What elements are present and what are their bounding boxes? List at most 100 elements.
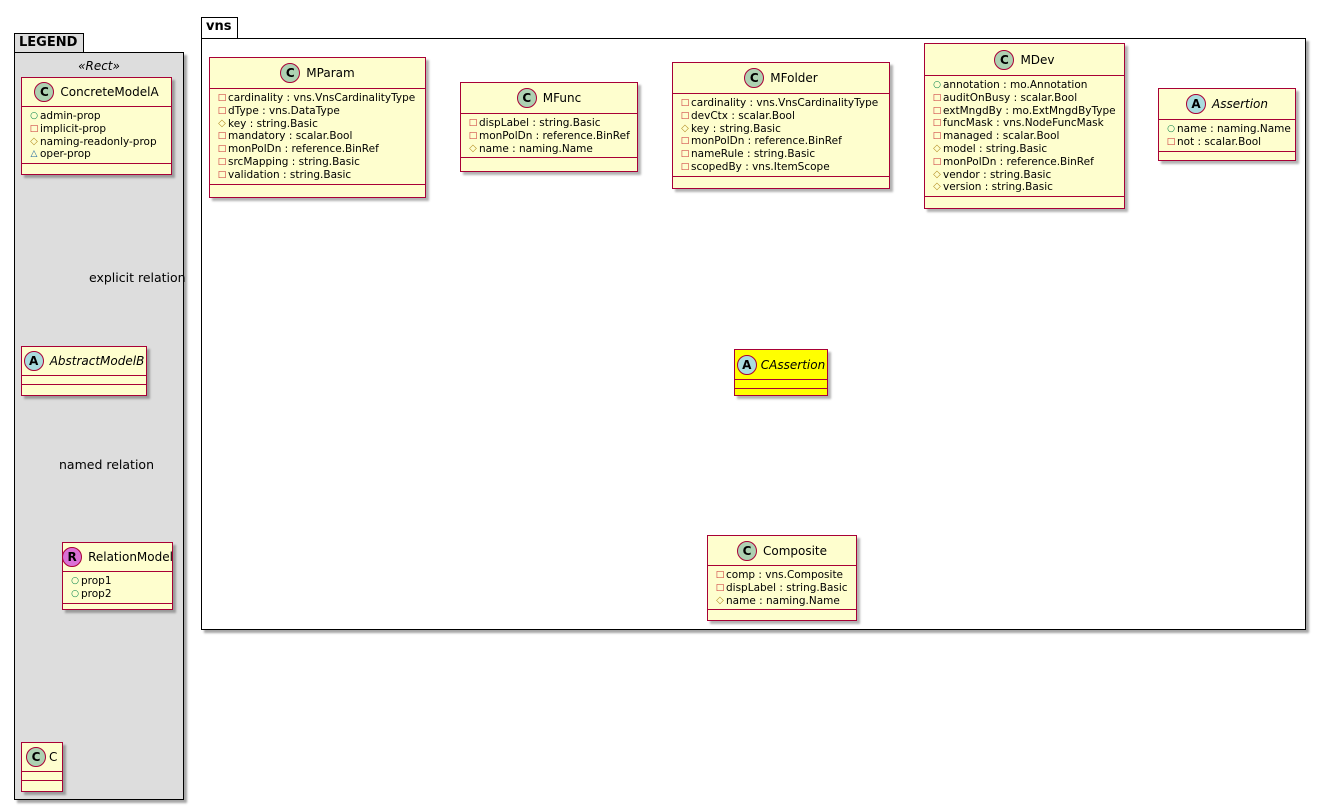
protected-visibility-icon: ◇ — [933, 168, 941, 180]
attribute-row: △oper-prop — [28, 148, 167, 161]
private-visibility-icon: □ — [715, 582, 725, 593]
attribute-row: ◇vendor : string.Basic — [931, 169, 1120, 182]
attribute-row: □managed : scalar.Bool — [932, 130, 1060, 143]
vns-package-tab: vns — [201, 17, 238, 39]
attribute-row: □funcMask : vns.NodeFuncMask — [932, 117, 1104, 130]
legend-package-label: LEGEND — [19, 35, 78, 50]
private-visibility-icon: □ — [932, 118, 942, 129]
composite-class[interactable]: C Composite □comp : vns.Composite □dispL… — [707, 535, 857, 621]
abstract-badge-icon: A — [1185, 94, 1206, 114]
class-name: MFolder — [770, 71, 818, 85]
attribute-row: □dispLabel : string.Basic — [468, 117, 601, 129]
class-badge-icon: C — [34, 82, 55, 102]
mfunc-class[interactable]: C MFunc □dispLabel : string.Basic □monPo… — [460, 82, 638, 172]
class-badge-icon: C — [280, 63, 301, 83]
abstract-badge-icon: A — [23, 351, 44, 371]
attribute-row: ◇key : string.Basic — [216, 118, 421, 131]
mparam-class[interactable]: C MParam □cardinality : vns.VnsCardinali… — [209, 57, 426, 198]
attribute-row: □monPolDn : reference.BinRef — [932, 155, 1094, 168]
class-badge-icon: C — [516, 88, 537, 108]
attribute-row: □validation : string.Basic — [217, 168, 352, 181]
private-visibility-icon: □ — [217, 93, 227, 103]
protected-visibility-icon: ◇ — [933, 181, 941, 193]
class-name: ConcreteModelA — [60, 85, 159, 99]
private-visibility-icon: □ — [217, 105, 227, 116]
attribute-row: □monPolDn : reference.BinRef — [468, 129, 630, 142]
class-badge-icon: C — [994, 49, 1015, 70]
attribute-row: □scopedBy : vns.ItemScope — [680, 160, 830, 173]
class-name: RelationModel — [88, 550, 173, 564]
private-visibility-icon: □ — [217, 169, 227, 180]
explicit-relation-label: explicit relation — [89, 270, 186, 285]
mdev-class[interactable]: C MDev ○annotation : mo.Annotation □audi… — [924, 43, 1125, 209]
vns-package-label: vns — [206, 19, 232, 34]
abstract-badge-icon: A — [736, 354, 757, 375]
class-badge-icon: C — [26, 747, 46, 767]
attribute-row: □comp : vns.Composite — [715, 569, 844, 581]
attribute-row: □not : scalar.Bool — [1166, 135, 1262, 148]
assertion-class[interactable]: A Assertion ○name : naming.Name □not : s… — [1158, 88, 1296, 161]
cassertion-class[interactable]: A CAssertion — [734, 349, 828, 396]
attribute-row: □extMngdBy : mo.ExtMngdByType — [932, 104, 1116, 117]
attribute-row: □mandatory : scalar.Bool — [217, 130, 353, 143]
protected-visibility-icon: ◇ — [218, 117, 226, 129]
private-visibility-icon: □ — [680, 98, 690, 108]
legend-package: «Rect» — [14, 52, 184, 800]
public-visibility-icon: ○ — [71, 576, 79, 586]
attribute-row: ○admin-prop — [28, 110, 167, 123]
attribute-row: □cardinality : vns.VnsCardinalityType — [217, 92, 416, 104]
class-badge-icon: C — [736, 540, 757, 561]
public-visibility-icon: ○ — [30, 111, 38, 121]
concrete-model-a-class[interactable]: C ConcreteModelA ○admin-prop □implicit-p… — [21, 77, 172, 175]
private-visibility-icon: □ — [217, 131, 227, 142]
protected-visibility-icon: ◇ — [469, 142, 477, 154]
private-visibility-icon: □ — [29, 123, 39, 134]
private-visibility-icon: □ — [715, 570, 725, 580]
abstract-model-b-class[interactable]: A AbstractModelB — [21, 346, 147, 396]
class-name: MDev — [1020, 52, 1055, 67]
private-visibility-icon: □ — [468, 118, 478, 128]
private-visibility-icon: □ — [680, 149, 690, 160]
class-name: CAssertion — [760, 357, 826, 372]
c-class[interactable]: C C — [21, 742, 63, 792]
legend-stereotype: «Rect» — [78, 59, 120, 73]
attribute-row: ◇key : string.Basic — [679, 123, 885, 136]
attribute-row: □monPolDn : reference.BinRef — [217, 143, 379, 156]
class-name: MParam — [306, 66, 355, 80]
attribute-row: □auditOnBusy : scalar.Bool — [932, 91, 1078, 104]
mfolder-class[interactable]: C MFolder □cardinality : vns.VnsCardinal… — [672, 62, 890, 189]
class-badge-icon: C — [744, 68, 765, 88]
private-visibility-icon: □ — [1166, 136, 1176, 147]
relation-model-class[interactable]: R RelationModel ○prop1 ○prop2 — [62, 542, 173, 610]
private-visibility-icon: □ — [217, 144, 227, 155]
attribute-row: ○prop2 — [69, 588, 168, 601]
attribute-row: □monPolDn : reference.BinRef — [680, 135, 842, 148]
attribute-row: □cardinality : vns.VnsCardinalityType — [680, 97, 879, 109]
attribute-row: ◇model : string.Basic — [931, 143, 1120, 156]
class-name: MFunc — [542, 91, 582, 105]
package-visibility-icon: △ — [30, 149, 38, 160]
protected-visibility-icon: ◇ — [681, 122, 689, 134]
protected-visibility-icon: ◇ — [30, 135, 38, 147]
class-name: Assertion — [1211, 97, 1268, 111]
relation-badge-icon: R — [62, 547, 83, 567]
class-name: AbstractModelB — [49, 354, 145, 368]
private-visibility-icon: □ — [680, 136, 690, 147]
protected-visibility-icon: ◇ — [933, 142, 941, 154]
attribute-row: □dType : vns.DataType — [217, 104, 340, 117]
public-visibility-icon: ○ — [933, 80, 941, 90]
legend-package-tab: LEGEND — [14, 33, 84, 53]
attribute-row: ○annotation : mo.Annotation — [931, 79, 1120, 92]
attribute-row: ◇naming-readonly-prop — [28, 136, 167, 149]
attribute-row: □devCtx : scalar.Bool — [680, 109, 795, 122]
private-visibility-icon: □ — [932, 131, 942, 142]
public-visibility-icon: ○ — [1167, 124, 1175, 134]
attribute-row: □implicit-prop — [29, 122, 107, 135]
private-visibility-icon: □ — [932, 105, 942, 116]
private-visibility-icon: □ — [680, 161, 690, 172]
attribute-row: ◇name : naming.Name — [467, 143, 633, 156]
attribute-row: □srcMapping : string.Basic — [217, 155, 360, 168]
protected-visibility-icon: ◇ — [716, 594, 724, 606]
class-name: Composite — [762, 543, 828, 558]
public-visibility-icon: ○ — [71, 588, 79, 599]
